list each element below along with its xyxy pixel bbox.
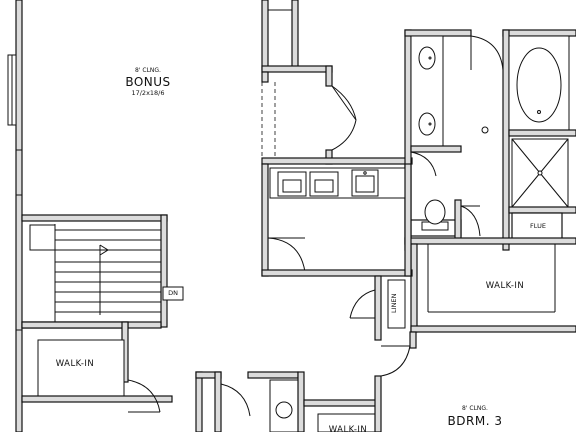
walkin-bottom-label: WALK-IN [328, 425, 368, 435]
stair-down-label: DN [168, 289, 178, 297]
sink-upper [418, 46, 436, 70]
walkin-master-label: WALK-IN [485, 281, 525, 291]
bonus-room-name: BONUS [125, 75, 171, 89]
floor-drain [481, 126, 489, 134]
flue-chase [511, 212, 563, 242]
linen-label: LINEN [389, 293, 398, 313]
closet-shelf-lower [37, 339, 125, 397]
bedroom3-name: BDRM. 3 [447, 414, 503, 428]
linen-closet [387, 279, 406, 329]
stair-treads [30, 224, 161, 323]
flue-label: FLUE [530, 222, 546, 230]
toilet-bowl [424, 199, 446, 225]
bonus-ceiling-label: 8' CLNG. [135, 67, 161, 74]
sink-lower [418, 112, 436, 136]
bonus-room-dims: 17/2x18/6 [131, 89, 165, 97]
walkin-left-label: WALK-IN [55, 359, 95, 369]
wall-left-exterior [15, 0, 23, 432]
stair-down-marker [162, 286, 184, 301]
stair-landing [29, 224, 56, 251]
bedroom3-ceiling-label: 8' CLNG. [462, 405, 488, 412]
wall-bonus-right [291, 0, 299, 71]
hall-sink [275, 401, 293, 419]
